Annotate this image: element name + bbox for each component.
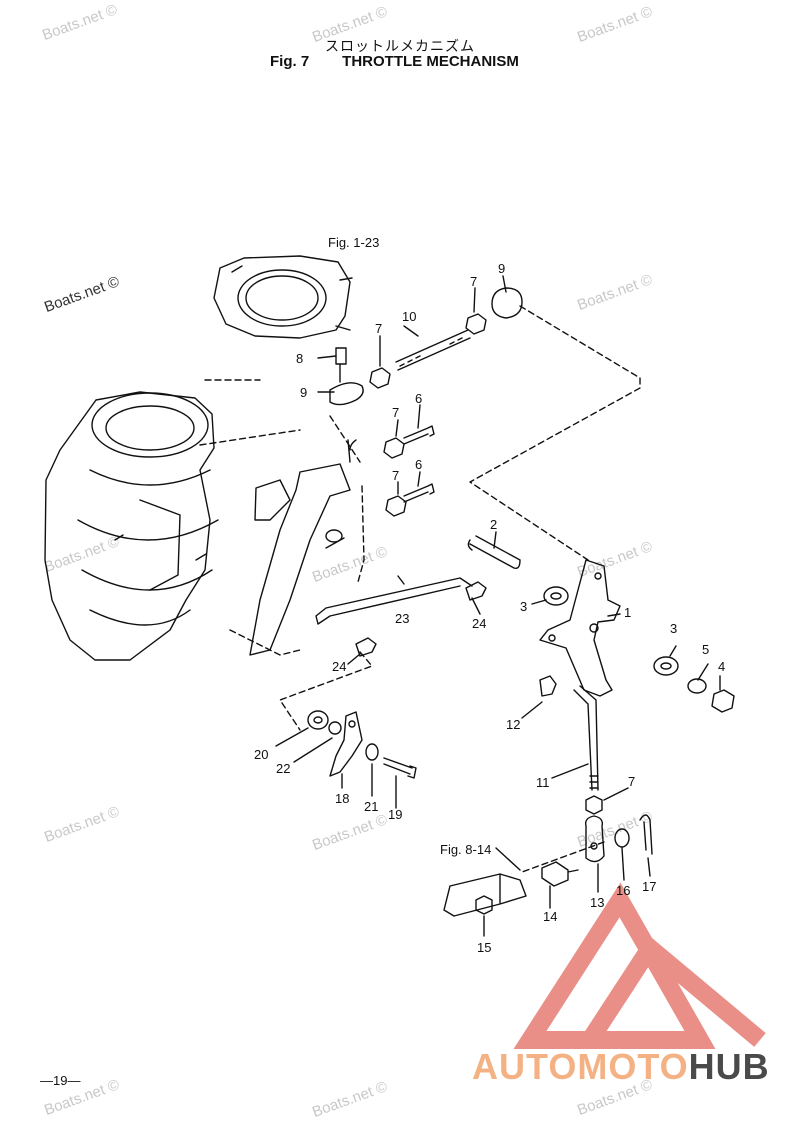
part-9-ball-joint-lower [329, 382, 364, 406]
part-19-bolt [383, 757, 417, 779]
linkage-bracket [249, 463, 351, 656]
part-6-bolt-lower [403, 483, 435, 503]
part-24-clip-lower [355, 637, 377, 657]
part-7-nut-mid [383, 437, 405, 459]
figure-name: THROTTLE MECHANISM [342, 53, 519, 70]
automotohub-logo [513, 882, 766, 1049]
throttle-bore [237, 269, 327, 327]
callout-5: 5 [702, 642, 710, 657]
callout-24: 24 [332, 659, 347, 674]
part-21-washer [365, 743, 379, 761]
brand-part-1: AUTOMOTO [472, 1046, 689, 1087]
part-17-clip [639, 814, 653, 855]
callout-18: 18 [335, 791, 350, 806]
page-number: —19— [40, 1073, 81, 1088]
part-15-nut [475, 895, 493, 915]
part-2-shaft [467, 535, 521, 570]
figure-reference-8-14: Fig. 8-14 [440, 842, 492, 857]
page-title: Fig. 7 THROTTLE MECHANISM [270, 53, 519, 70]
callout-12: 12 [506, 717, 521, 732]
figure-number: Fig. 7 [270, 53, 310, 70]
callout-20: 20 [254, 747, 269, 762]
callout-16: 16 [616, 883, 631, 898]
title-japanese: スロットルメカニズム [325, 38, 475, 54]
callout-3: 3 [520, 599, 528, 614]
part-16-washer [614, 828, 630, 848]
brand-wordmark: AUTOMOTOHUB [472, 1046, 770, 1088]
part-5-washer [687, 678, 707, 694]
part-4-nut [711, 689, 735, 713]
part-18-lever [329, 711, 363, 777]
callout-22: 22 [276, 761, 291, 776]
callout-7: 7 [470, 274, 478, 289]
part-24-clip-upper [465, 581, 487, 601]
callout-2: 2 [490, 517, 498, 532]
part-20-bushing [307, 710, 329, 730]
throttle-body-flange [213, 255, 351, 339]
callout-7: 7 [392, 468, 400, 483]
part-10-rod [395, 329, 471, 371]
callout-1: 1 [624, 605, 632, 620]
callout-8: 8 [296, 351, 304, 366]
callout-7: 7 [628, 774, 636, 789]
part-9-ball-joint-upper [491, 287, 523, 319]
callout-7: 7 [392, 405, 400, 420]
part-11-rod [573, 685, 599, 791]
part-7-nut-bottom [585, 795, 603, 815]
carburetor-body [44, 391, 215, 661]
callout-21: 21 [364, 799, 379, 814]
part-6-bolt-upper [403, 425, 435, 445]
callout-3: 3 [670, 621, 678, 636]
part-3-washer-right [653, 656, 679, 676]
callout-14: 14 [543, 909, 558, 924]
callout-19: 19 [388, 807, 403, 822]
part-7-nut-lower [385, 495, 407, 517]
callout-23: 23 [395, 611, 410, 626]
part-8-bolt [335, 347, 347, 383]
callout-4: 4 [718, 659, 726, 674]
part-22-washer [328, 721, 342, 735]
callout-15: 15 [477, 940, 492, 955]
callout-9: 9 [300, 385, 308, 400]
part-14-joint [541, 861, 579, 887]
part-23-rod [315, 577, 473, 625]
part-3-washer-upper [543, 586, 569, 606]
callout-10: 10 [402, 309, 417, 324]
part-7-nut-top [465, 313, 487, 335]
control-bar [443, 873, 527, 917]
callout-6: 6 [415, 457, 423, 472]
part-1-throttle-lever [539, 559, 621, 697]
figure-reference-1-23: Fig. 1-23 [328, 235, 380, 250]
callout-6: 6 [415, 391, 423, 406]
part-12-pin [539, 675, 557, 697]
callout-13: 13 [590, 895, 605, 910]
callout-17: 17 [642, 879, 657, 894]
callout-24: 24 [472, 616, 487, 631]
callout-7: 7 [375, 321, 383, 336]
callout-9: 9 [498, 261, 506, 276]
brand-part-2: HUB [688, 1046, 770, 1087]
part-13-fitting [584, 815, 605, 863]
callout-11: 11 [536, 775, 550, 790]
part-7-nut-left [369, 367, 391, 389]
